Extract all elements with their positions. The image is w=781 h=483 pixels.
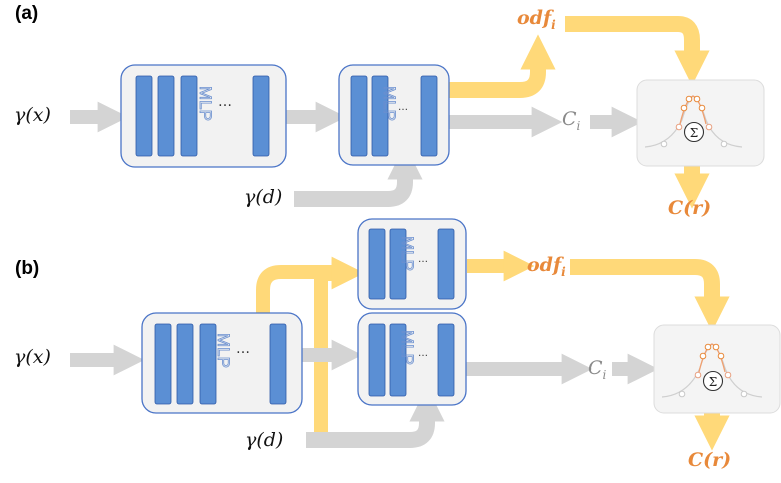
sum-circle [702, 370, 724, 392]
layer-bar [350, 75, 368, 157]
ellipsis: … [398, 102, 408, 113]
ci-subscript: i [576, 118, 581, 133]
ellipsis: … [418, 348, 428, 359]
arrow-mlp2-odf-a [449, 34, 556, 98]
sample-point [717, 352, 725, 360]
input-direction-b: γ(d) [245, 429, 284, 451]
input-direction-a: γ(d) [244, 186, 283, 208]
layer-bar [420, 75, 438, 157]
weight-curve-peak [679, 95, 707, 125]
arrow-d-to-mlp3-b [306, 386, 445, 448]
arrow-d-to-mlp2-a [294, 144, 423, 207]
mlp-label: MLP [196, 86, 215, 121]
sum-symbol: Σ [709, 375, 717, 389]
ellipsis: … [418, 254, 428, 265]
mlp-box-2-a [338, 64, 450, 166]
ci-text: C [588, 357, 603, 379]
layer-bar [176, 323, 194, 405]
mlp-box-1-a [120, 64, 287, 168]
sample-point [685, 95, 693, 103]
weight-curve-peak [698, 343, 726, 373]
ci-subscript: i [602, 367, 607, 382]
panel-b [70, 218, 781, 451]
layer-bar [389, 323, 407, 397]
color-ci-label-a: Ci [562, 108, 580, 133]
panel-label-a: (a) [15, 3, 39, 24]
input-position-a: γ(x) [14, 104, 51, 126]
layer-bar [368, 323, 386, 397]
mlp-label: MLP [398, 236, 417, 271]
sample-point [724, 371, 732, 379]
panel-label-b: (b) [15, 258, 40, 279]
layer-bar [269, 323, 287, 405]
layer-bar [389, 228, 407, 300]
ellipsis: … [236, 341, 250, 357]
render-output-a: C(r) [668, 197, 712, 219]
sum-circle [683, 121, 705, 143]
sample-point [675, 123, 683, 131]
layer-bar [154, 323, 172, 405]
odf-text: odf [527, 254, 562, 276]
color-ci-label-b: Ci [588, 357, 606, 382]
layer-bar [157, 75, 175, 157]
sample-point [698, 104, 706, 112]
layer-bar [437, 228, 455, 300]
layer-bar [252, 75, 270, 157]
layer-bar [199, 323, 217, 405]
sample-point [680, 104, 688, 112]
layer-bar [368, 228, 386, 300]
arrow-mlp1-to-top-b [256, 256, 363, 318]
odf-subscript: i [561, 264, 566, 279]
panel-a [70, 16, 765, 209]
mlp-box-1-b [141, 312, 303, 414]
sample-point [704, 343, 712, 351]
arrow-odf-render-a [565, 16, 710, 86]
volume-render-box-a [636, 79, 765, 167]
odf-text: odf [517, 7, 552, 29]
sample-point [694, 371, 702, 379]
layer-bar [135, 75, 153, 157]
layer-bar [371, 75, 389, 157]
mlp-label: MLP [214, 333, 233, 368]
sample-point [712, 343, 720, 351]
input-position-b: γ(x) [14, 346, 51, 368]
mlp-box-top-b [357, 218, 467, 310]
layer-bar [437, 323, 455, 397]
mlp-label: MLP [398, 330, 417, 365]
mlp-label: MLP [380, 86, 399, 121]
odf-label-a: odfi [517, 7, 556, 32]
sum-symbol: Σ [690, 126, 698, 140]
mlp-box-bottom-b [357, 312, 467, 406]
sample-point [678, 390, 686, 398]
sample-point [720, 140, 728, 148]
sample-point [699, 352, 707, 360]
sample-point [740, 390, 748, 398]
ci-text: C [562, 108, 577, 130]
arrow-odf-render-b [570, 259, 730, 332]
layer-bar [180, 75, 198, 157]
sample-point [660, 140, 668, 148]
volume-render-box-b [653, 324, 781, 414]
odf-subscript: i [551, 17, 556, 32]
ellipsis: … [218, 94, 232, 110]
sample-point [705, 123, 713, 131]
odf-label-b: odfi [527, 254, 566, 279]
render-output-b: C(r) [688, 449, 732, 471]
sample-point [693, 95, 701, 103]
